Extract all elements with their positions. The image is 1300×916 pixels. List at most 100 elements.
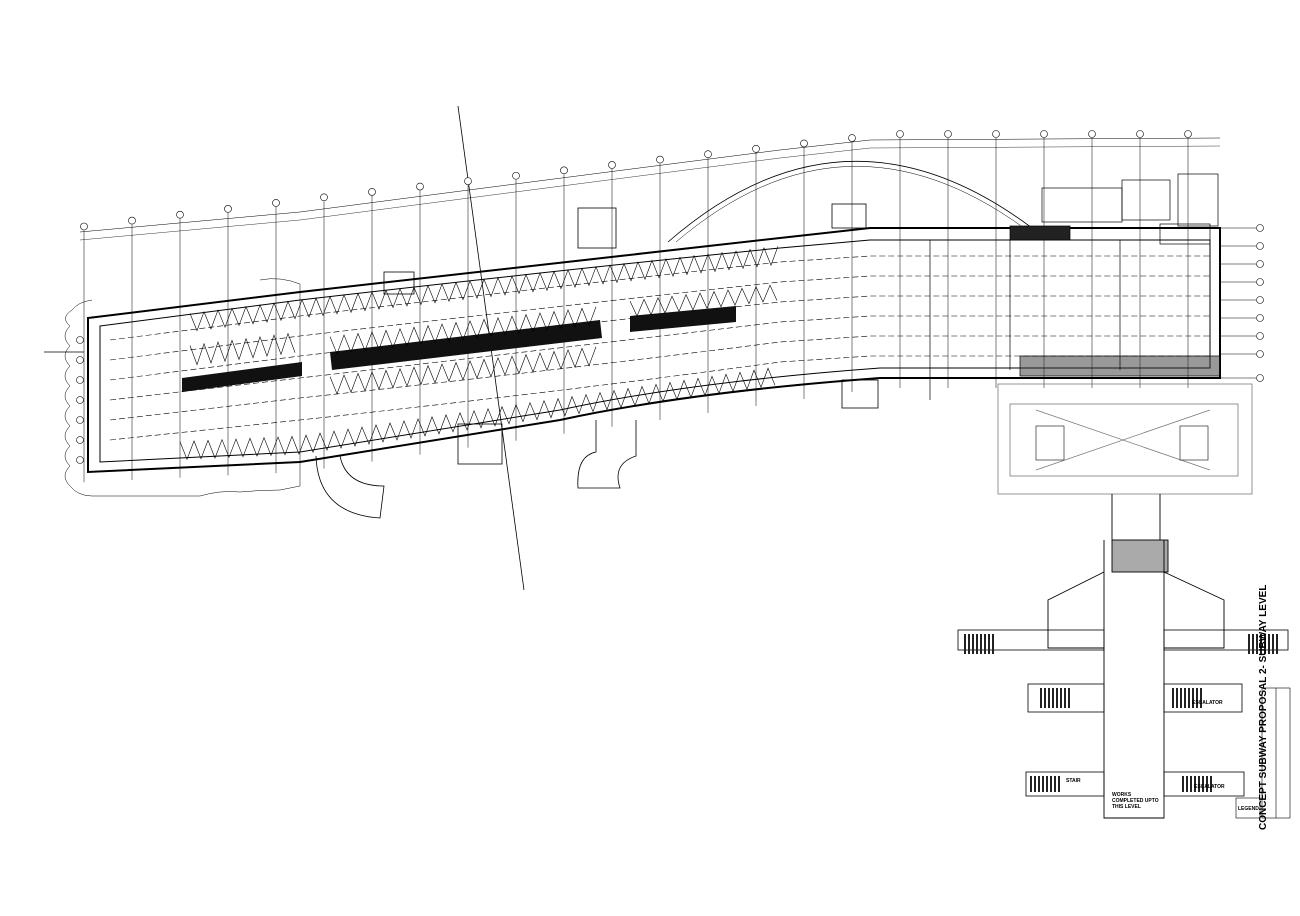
escalator-step [1200,688,1202,708]
grid-bubble [128,216,136,225]
zigzag-band [189,332,296,366]
escalator-step [1046,776,1048,792]
escalator-step [1030,776,1032,792]
escalator-step [1252,634,1254,654]
escalator-step [984,634,986,654]
plant-room [1159,223,1211,245]
stair-label: STAIR [1066,778,1081,784]
grid-bubble [1088,130,1096,138]
escalator-label-upper: ESCALATOR [1192,700,1223,706]
arch-structure-inner [675,166,1025,243]
grid-bubble [1256,332,1264,340]
plant-room [1121,179,1171,221]
title-block [1235,687,1291,819]
platform-bar-east [630,306,736,332]
escalator-step [1034,776,1036,792]
escalator-step [972,634,974,654]
column-grid-bubbles [76,130,1264,464]
grid-bubble [656,155,664,164]
zigzag-band [629,284,778,317]
grid-bubble [1256,374,1264,382]
plant-room [1177,173,1219,227]
escalator-step [980,634,982,654]
grid-bubble [224,205,232,213]
track-line [109,275,1210,361]
escalator-step [1198,776,1200,792]
station-inner-wall [99,239,1211,463]
entrance-stair [383,271,415,295]
grid-bubble [1184,130,1192,138]
wing-right-low [1163,771,1245,797]
grid-bubble [1256,350,1264,358]
concourse-diagonal [1035,409,1211,471]
grid-bubble [752,145,760,153]
grid-bubble [512,171,520,180]
escalator-step [1182,776,1184,792]
escalator-step [1038,776,1040,792]
grid-bubble [416,182,424,191]
grid-bubble [1256,260,1264,268]
wing-left-mid [1027,683,1105,713]
grid-bubble [1256,242,1264,250]
escalator-step [1184,688,1186,708]
escalator-step [988,634,990,654]
zigzag-band [329,346,597,395]
concourse-inner [1009,403,1239,477]
east-block-equipment [929,173,1221,400]
ramp-south [577,420,637,489]
legend-label: LEGEND [1238,806,1259,812]
escalator-step [1052,688,1054,708]
escalator-step [992,634,994,654]
concourse-stair [1179,425,1209,461]
grid-bubble [368,188,376,196]
platform-bar-central [330,320,602,370]
concourse-outline [997,383,1253,495]
escalator-step [1048,688,1050,708]
escalator-step [1040,688,1042,708]
track-line [109,315,1210,401]
escalator-step [1196,688,1198,708]
legend-box [1235,797,1261,819]
escalator-step [1190,776,1192,792]
platform-bar-west [182,362,302,392]
escalator-step [1206,776,1208,792]
escalator-step [1068,688,1070,708]
grid-bubble [76,436,84,444]
concourse-box [997,383,1253,495]
platform-bars [182,306,736,392]
grid-bubble [704,150,712,158]
grid-bubble [80,222,88,231]
escalator-step [1210,776,1212,792]
grid-bubble [76,456,84,464]
grid-bubble [76,376,84,384]
grid-bubble [1256,314,1264,322]
escalator-step [1044,688,1046,708]
track-line [109,255,1210,341]
escalator-step [1256,634,1258,654]
lower-wings [957,629,1289,797]
zigzag-bands [179,246,779,461]
escalator-step [1188,688,1190,708]
zigzag-band [179,367,776,461]
escalator-step [1202,776,1204,792]
escalator-label-lower: ESCALATOR [1194,784,1225,790]
lower-concourse-outline [1163,571,1225,649]
grid-bubble [1256,278,1264,286]
grid-bubble [464,177,472,185]
zigzag-band [189,246,779,332]
grid-bubble [320,193,328,202]
escalator-step [1176,688,1178,708]
escalator-step [1268,634,1270,654]
entrance-stair [577,207,617,249]
escalator-step [1064,688,1066,708]
grid-bubble [896,130,904,138]
escalator-step [1186,776,1188,792]
entrance-stair [457,423,503,465]
plant-room [1009,225,1071,241]
grid-bubble [800,139,808,148]
works-completed-label: WORKS COMPLETED UPTO THIS LEVEL [1112,792,1159,810]
wing-left-top [957,629,1105,651]
grid-bubble [608,161,616,169]
corridor-stair [1111,539,1169,573]
